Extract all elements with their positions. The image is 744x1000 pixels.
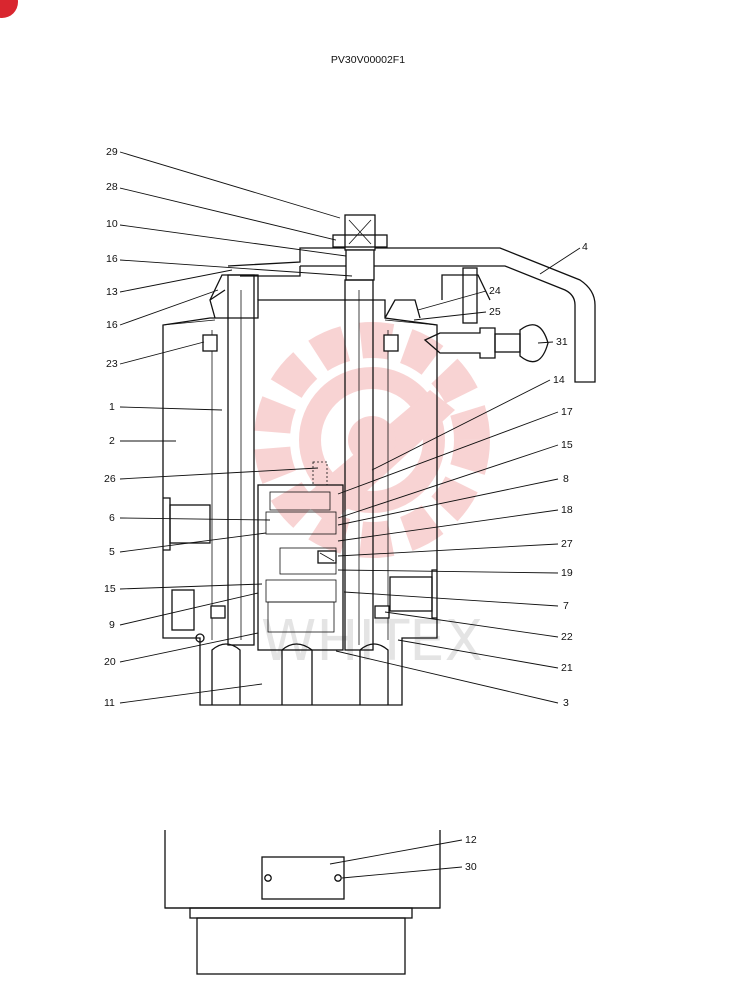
- callout-23: 23: [106, 358, 118, 370]
- corner-badge: [0, 0, 18, 18]
- callout-3: 3: [563, 697, 569, 709]
- callout-2: 2: [109, 435, 115, 447]
- callout-16-a: 16: [106, 253, 118, 265]
- callout-18: 18: [561, 504, 573, 516]
- callout-7: 7: [563, 600, 569, 612]
- callout-28: 28: [106, 181, 118, 193]
- callout-13: 13: [106, 286, 118, 298]
- callout-11: 11: [104, 697, 115, 709]
- callout-31: 31: [556, 336, 568, 348]
- callout-16-b: 16: [106, 319, 118, 331]
- callout-10: 10: [106, 218, 118, 230]
- callout-24: 24: [489, 285, 501, 297]
- watermark-text: WHITEX: [261, 609, 483, 674]
- callout-leaders: [119, 151, 581, 879]
- callout-12: 12: [465, 834, 477, 846]
- watermark-gear-icon: [254, 322, 490, 558]
- callout-15-b: 15: [561, 439, 573, 451]
- callout-20: 20: [104, 656, 116, 668]
- callout-6: 6: [109, 512, 115, 524]
- diagram-title: PV30V00002F1: [331, 54, 405, 66]
- callout-22: 22: [561, 631, 573, 643]
- callout-15-a: 15: [104, 583, 116, 595]
- callout-30: 30: [465, 861, 477, 873]
- callout-17: 17: [561, 406, 573, 418]
- callout-labels: 29 28 10 16 13 16 23 1 2 26 6 5 15 9 20 …: [104, 146, 588, 873]
- callout-25: 25: [489, 306, 501, 318]
- callout-9: 9: [109, 619, 115, 631]
- bottom-view: [164, 830, 441, 975]
- callout-8: 8: [563, 473, 569, 485]
- callout-1: 1: [109, 401, 115, 413]
- pump-body: [162, 214, 596, 706]
- callout-4: 4: [582, 241, 588, 253]
- callout-21: 21: [561, 662, 573, 674]
- callout-19: 19: [561, 567, 573, 579]
- callout-27: 27: [561, 538, 573, 550]
- callout-26: 26: [104, 473, 116, 485]
- callout-5: 5: [109, 546, 115, 558]
- callout-14: 14: [553, 374, 565, 386]
- callout-29: 29: [106, 146, 118, 158]
